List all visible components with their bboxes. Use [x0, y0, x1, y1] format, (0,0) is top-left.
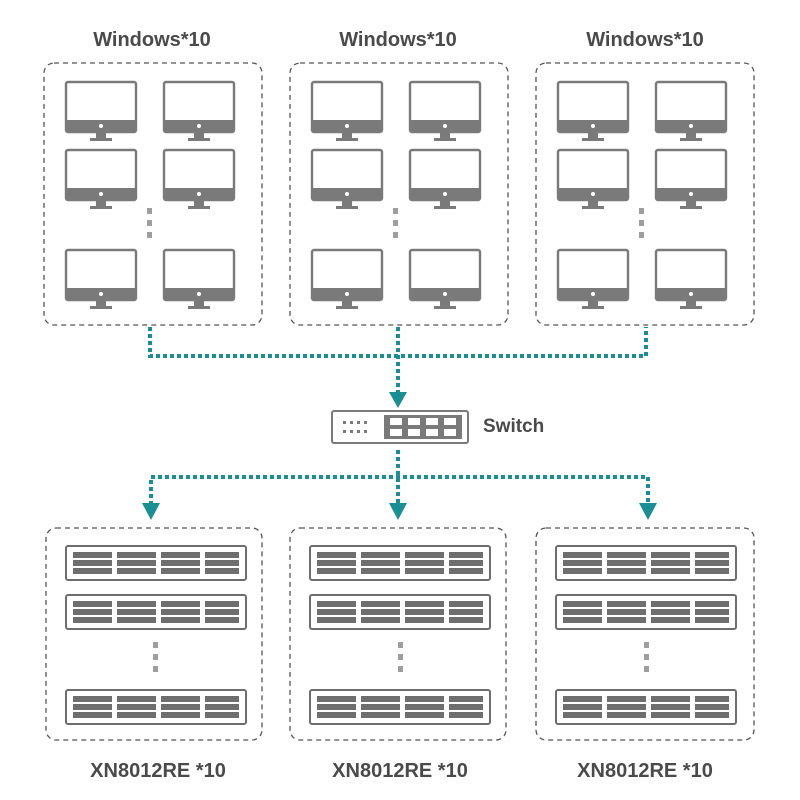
- monitor-icon: [654, 80, 728, 143]
- monitor-icon: [408, 80, 482, 143]
- client-group-1: Windows*10: [43, 29, 263, 326]
- client-group-label: Windows*10: [339, 29, 457, 51]
- ellipsis-icon: [398, 642, 403, 672]
- network-switch: Switch: [331, 410, 544, 444]
- ellipsis-icon: [153, 642, 158, 672]
- monitor-icon: [64, 80, 138, 143]
- storage-group-label: XN8012RE *10: [577, 760, 713, 782]
- storage-enclosure-icon: [309, 689, 491, 725]
- arrow-down-icon: [389, 392, 407, 408]
- ellipsis-icon: [393, 208, 398, 238]
- client-group-3: Windows*10: [535, 29, 755, 326]
- monitor-icon: [556, 80, 630, 143]
- monitor-icon: [162, 80, 236, 143]
- ellipsis-icon: [639, 208, 644, 238]
- client-group-box: [43, 62, 263, 326]
- switch-label: Switch: [483, 416, 544, 437]
- storage-group-label: XN8012RE *10: [332, 760, 468, 782]
- storage-group-box: [45, 527, 263, 741]
- arrow-down-icon: [639, 503, 657, 520]
- switch-status-leds: [343, 421, 367, 433]
- monitor-icon: [310, 80, 384, 143]
- storage-enclosure-icon: [555, 545, 737, 581]
- ellipsis-icon: [147, 208, 152, 238]
- storage-group-3: XN8012RE *10: [535, 527, 755, 782]
- storage-group-box: [289, 527, 507, 741]
- monitor-icon: [64, 148, 138, 211]
- monitor-icon: [556, 148, 630, 211]
- monitor-icon: [310, 148, 384, 211]
- client-group-box: [289, 62, 509, 326]
- client-group-label: Windows*10: [586, 29, 704, 51]
- client-group-2: Windows*10: [289, 29, 509, 326]
- storage-enclosure-icon: [65, 689, 247, 725]
- client-group-box: [535, 62, 755, 326]
- monitor-icon: [654, 148, 728, 211]
- downlink-bus: [149, 475, 650, 505]
- storage-group-label: XN8012RE *10: [90, 760, 226, 782]
- monitor-icon: [162, 148, 236, 211]
- switch-ports: [390, 418, 456, 436]
- ellipsis-icon: [644, 642, 649, 672]
- downlink-connectors: [142, 450, 657, 520]
- monitor-icon: [556, 248, 630, 311]
- storage-enclosure-icon: [65, 545, 247, 581]
- monitor-icon: [310, 248, 384, 311]
- storage-group-2: XN8012RE *10: [289, 527, 507, 782]
- monitor-icon: [408, 148, 482, 211]
- storage-enclosure-icon: [309, 594, 491, 630]
- monitor-icon: [162, 248, 236, 311]
- client-group-label: Windows*10: [93, 29, 211, 51]
- storage-enclosure-icon: [555, 689, 737, 725]
- storage-enclosure-icon: [65, 594, 247, 630]
- storage-group-1: XN8012RE *10: [45, 527, 263, 782]
- storage-group-box: [535, 527, 755, 741]
- uplink-connectors: [148, 327, 648, 408]
- arrow-down-icon: [142, 503, 160, 520]
- monitor-icon: [408, 248, 482, 311]
- arrow-down-icon: [389, 503, 407, 520]
- monitor-icon: [64, 248, 138, 311]
- storage-enclosure-icon: [309, 545, 491, 581]
- monitor-icon: [654, 248, 728, 311]
- storage-enclosure-icon: [555, 594, 737, 630]
